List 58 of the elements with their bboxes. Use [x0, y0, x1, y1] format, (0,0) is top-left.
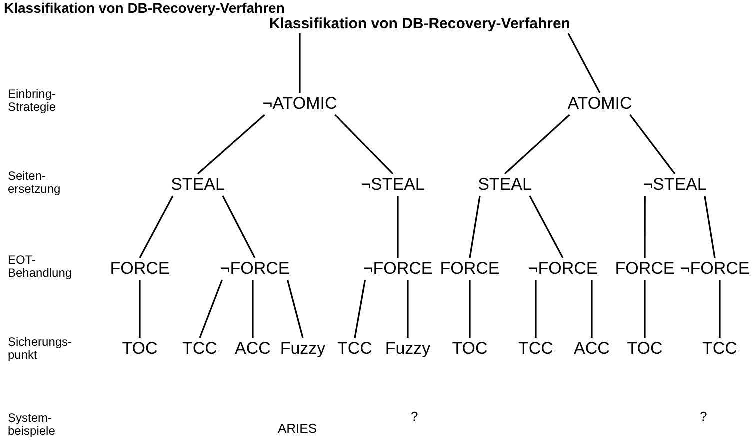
tree-node-label: TCC	[336, 338, 374, 360]
tree-branch-line	[704, 196, 716, 258]
tree-branch-line	[139, 196, 174, 258]
tree-node-label: TOC	[625, 338, 665, 360]
tree-node-label: ACC	[233, 338, 273, 360]
example-label: ?	[411, 410, 418, 423]
example-label: ARIES	[278, 422, 318, 435]
tree-branch-line	[591, 280, 593, 338]
tree-branch-line	[407, 280, 409, 338]
title: Klassifikation von DB-Recovery-Verfahren	[4, 0, 285, 16]
tree-branch-line	[334, 114, 394, 175]
tree-branch-line	[529, 196, 564, 258]
tree-branch-line	[299, 34, 301, 93]
tree-branch-line	[199, 280, 224, 338]
root-heading: Klassifikation von DB-Recovery-Verfahren	[268, 14, 572, 34]
tree-branch-line	[286, 280, 304, 338]
tree-node-label: ¬FORCE	[218, 258, 292, 280]
row-label: System- beispiele	[8, 412, 56, 438]
tree-branch-line	[469, 196, 481, 258]
tree-branch-line	[354, 280, 366, 338]
tree-branch-line	[719, 280, 721, 338]
tree-node-label: ¬FORCE	[526, 258, 600, 280]
tree-node-label: FORCE	[613, 258, 677, 280]
tree-branch-line	[630, 114, 676, 174]
tree-node-label: ¬STEAL	[641, 174, 709, 196]
tree-node-label: TOC	[450, 338, 490, 360]
tree-node-label: Fuzzy	[383, 338, 433, 360]
tree-branch-line	[644, 196, 646, 258]
tree-node-label: Fuzzy	[278, 338, 328, 360]
tree-branch-line	[568, 33, 601, 94]
example-label: ?	[700, 410, 708, 423]
row-label: Seiten- ersetzung	[8, 170, 62, 196]
tree-node-label: FORCE	[108, 258, 172, 280]
tree-node-label: TCC	[180, 338, 220, 360]
tree-node-label: STEAL	[476, 174, 534, 196]
tree-node-label: TCC	[700, 338, 740, 360]
tree-branch-line	[504, 114, 570, 175]
tree-node-label: FORCE	[438, 258, 502, 280]
tree-node-label: ATOMIC	[566, 93, 634, 115]
tree-node-label: TCC	[516, 338, 556, 360]
row-label: EOT- Behandlung	[8, 254, 74, 280]
tree-node-label: STEAL	[169, 174, 227, 196]
tree-node-label: ACC	[572, 338, 612, 360]
tree-branch-line	[139, 280, 141, 338]
tree-node-label: TOC	[120, 338, 160, 360]
tree-branch-line	[469, 280, 471, 338]
tree-branch-line	[644, 280, 646, 338]
tree-branch-line	[197, 114, 266, 175]
tree-branch-line	[397, 196, 399, 258]
tree-branch-line	[222, 196, 256, 258]
row-label: Einbring- Strategie	[8, 88, 58, 114]
row-label: Sicherungs- punkt	[8, 336, 74, 362]
tree-node-label: ¬STEAL	[359, 174, 427, 196]
tree-branch-line	[252, 280, 254, 338]
tree-node-label: ¬ATOMIC	[260, 93, 340, 115]
tree-node-label: ¬FORCE	[678, 258, 752, 280]
tree-node-label: ¬FORCE	[361, 258, 435, 280]
tree-branch-line	[535, 280, 537, 338]
